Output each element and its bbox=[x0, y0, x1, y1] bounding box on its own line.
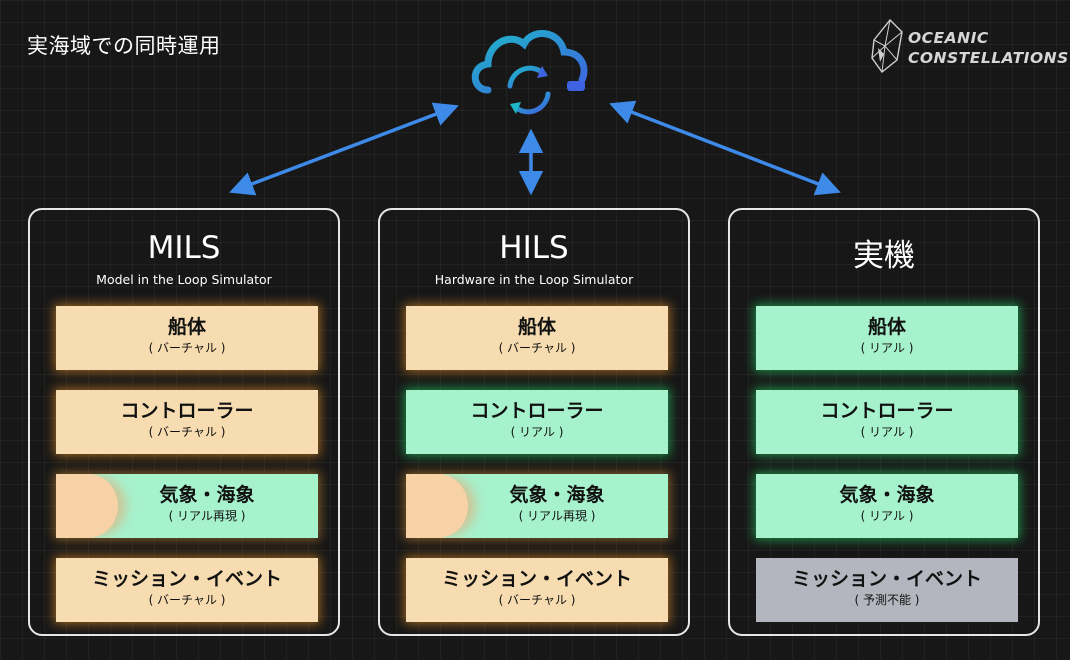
ship-logo-icon bbox=[871, 18, 903, 74]
card-sub: ( リアル ) bbox=[860, 509, 914, 523]
card-weather: 気象・海象 ( リアル ) bbox=[756, 474, 1018, 538]
card-label: コントローラー bbox=[470, 400, 604, 422]
card-label: コントローラー bbox=[120, 400, 254, 422]
logo-text: OCEANIC CONSTELLATIONS bbox=[908, 28, 1069, 68]
card-controller: コントローラー ( リアル ) bbox=[406, 390, 668, 454]
card-sub: ( バーチャル ) bbox=[498, 593, 576, 607]
card-sub: ( リアル ) bbox=[860, 341, 914, 355]
card-label: 気象・海象 bbox=[509, 484, 605, 506]
card-label: ミッション・イベント bbox=[91, 568, 282, 590]
card-label: 船体 bbox=[517, 316, 556, 338]
card-label: ミッション・イベント bbox=[791, 568, 982, 590]
panel-mils: MILS Model in the Loop Simulator 船体 ( バー… bbox=[28, 208, 340, 636]
panel-real: 実機 船体 ( リアル ) コントローラー ( リアル ) 気象・海象 ( リア… bbox=[728, 208, 1040, 636]
card-hull: 船体 ( バーチャル ) bbox=[56, 306, 318, 370]
card-mission: ミッション・イベント ( 予測不能 ) bbox=[756, 558, 1018, 622]
card-label: ミッション・イベント bbox=[441, 568, 632, 590]
panel-title: MILS bbox=[147, 230, 221, 266]
card-label: 船体 bbox=[167, 316, 206, 338]
logo-line2: CONSTELLATIONS bbox=[908, 49, 1069, 67]
cloud-sync-icon bbox=[471, 30, 588, 115]
card-sub: ( バーチャル ) bbox=[148, 341, 226, 355]
card-hull: 船体 ( リアル ) bbox=[756, 306, 1018, 370]
virtual-portion bbox=[406, 474, 468, 538]
panel-title: HILS bbox=[499, 230, 569, 266]
card-label: 気象・海象 bbox=[159, 484, 255, 506]
page-title: 実海域での同時運用 bbox=[27, 34, 221, 58]
card-sub: ( リアル再現 ) bbox=[168, 509, 246, 523]
arrow-mils bbox=[229, 102, 459, 196]
card-sub: ( バーチャル ) bbox=[148, 425, 226, 439]
virtual-portion bbox=[56, 474, 118, 538]
card-mission: ミッション・イベント ( バーチャル ) bbox=[56, 558, 318, 622]
card-sub: ( リアル再現 ) bbox=[518, 509, 596, 523]
card-sub: ( バーチャル ) bbox=[498, 341, 576, 355]
arrow-real bbox=[609, 100, 841, 196]
panel-subtitle: Model in the Loop Simulator bbox=[96, 272, 272, 287]
card-weather: 気象・海象 ( リアル再現 ) bbox=[56, 474, 318, 538]
logo: OCEANIC CONSTELLATIONS bbox=[866, 18, 1068, 76]
card-mission: ミッション・イベント ( バーチャル ) bbox=[406, 558, 668, 622]
card-label: コントローラー bbox=[820, 400, 954, 422]
panel-hils: HILS Hardware in the Loop Simulator 船体 (… bbox=[378, 208, 690, 636]
card-label: 船体 bbox=[867, 316, 906, 338]
panel-title: 実機 bbox=[853, 238, 915, 274]
logo-line1: OCEANIC bbox=[908, 29, 989, 47]
card-sub: ( バーチャル ) bbox=[148, 593, 226, 607]
card-label: 気象・海象 bbox=[839, 484, 935, 506]
card-sub: ( リアル ) bbox=[860, 425, 914, 439]
card-controller: コントローラー ( リアル ) bbox=[756, 390, 1018, 454]
card-hull: 船体 ( バーチャル ) bbox=[406, 306, 668, 370]
card-sub: ( リアル ) bbox=[510, 425, 564, 439]
panel-subtitle: Hardware in the Loop Simulator bbox=[434, 272, 634, 287]
card-sub: ( 予測不能 ) bbox=[854, 593, 920, 607]
card-weather: 気象・海象 ( リアル再現 ) bbox=[406, 474, 668, 538]
card-controller: コントローラー ( バーチャル ) bbox=[56, 390, 318, 454]
